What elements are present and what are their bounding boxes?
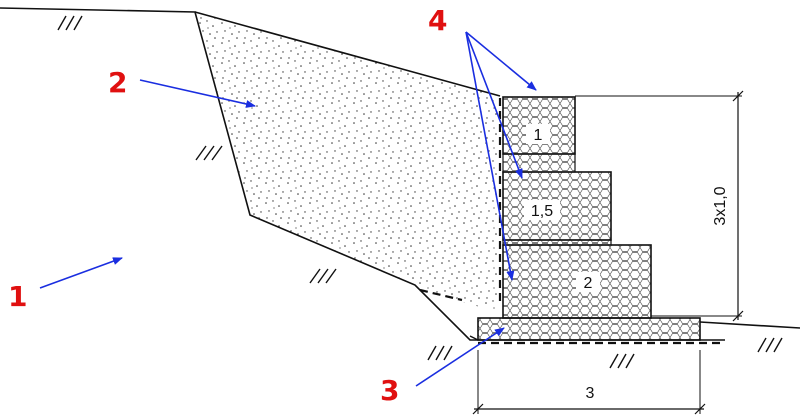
label-bg-bottom (576, 272, 600, 292)
arrow-3 (415, 327, 505, 387)
arrow-4c (465, 31, 515, 281)
dim-base-tick-left (472, 403, 484, 415)
hatch-lower-mid (309, 268, 337, 284)
callout-arrows (39, 31, 537, 387)
gabion-gap-middle (502, 239, 612, 246)
front-ground-line (699, 321, 800, 329)
backfill-surface-line (194, 11, 501, 97)
gabion-label-middle: 1,5 (531, 203, 553, 220)
backfill-area (195, 12, 498, 312)
gabion-label-bottom: 2 (584, 275, 593, 292)
arrow-1 (39, 257, 123, 289)
dim-height-tick-top (732, 90, 744, 102)
soil-hatch-marks (57, 15, 783, 369)
geotextile-line (419, 98, 722, 345)
hatch-right (757, 337, 783, 353)
hatch-mid-left (195, 145, 223, 161)
callout-1: 1 (8, 280, 27, 313)
label-bg-top (526, 124, 550, 144)
callout-4: 4 (428, 4, 447, 37)
dim-base-tick-right (694, 403, 706, 415)
callout-3: 3 (380, 374, 399, 407)
base-mattress-slope (469, 335, 479, 341)
gabion-label-top: 1 (534, 127, 543, 144)
dim-height-tick-bottom (732, 310, 744, 322)
base-mattress (477, 317, 701, 341)
dim-base-label: 3 (586, 385, 595, 402)
hatch-base-right (609, 353, 635, 369)
arrow-2 (139, 79, 256, 108)
hatch-base-left (427, 345, 453, 361)
dim-height-label: 3x1,0 (712, 186, 729, 225)
gabion-gap-top (502, 153, 576, 173)
gabion-box-middle (502, 171, 612, 241)
arrow-4b (465, 31, 523, 179)
hatch-top-left (57, 15, 83, 31)
label-bg-middle (524, 200, 560, 220)
callout-2: 2 (108, 66, 127, 99)
arrow-4a (465, 31, 537, 91)
